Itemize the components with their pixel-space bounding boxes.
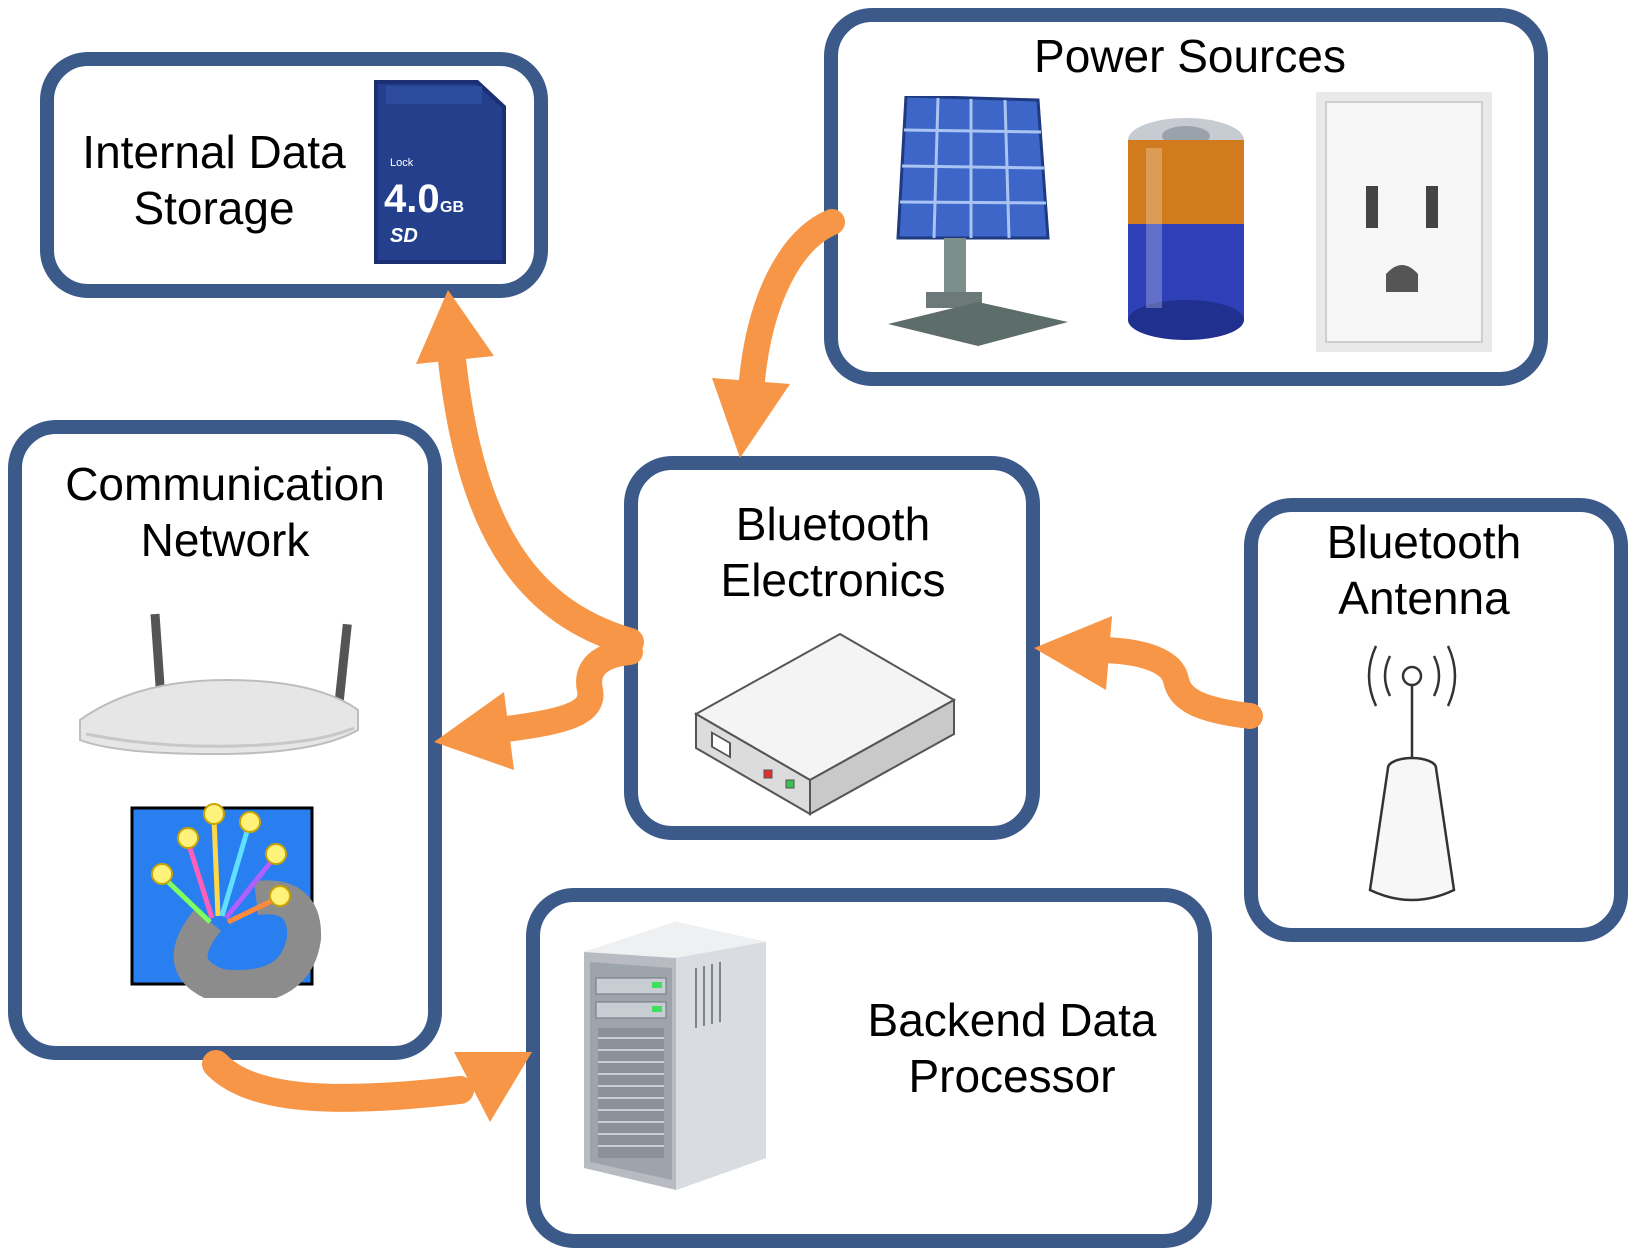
bluetooth-electronics-label-line2: Electronics [720, 554, 946, 606]
router-icon [79, 613, 359, 756]
antenna-icon [1367, 645, 1457, 902]
arrow-electronics-to-storage [438, 346, 644, 656]
backend-processor-label: Backend Data Processor [842, 992, 1182, 1104]
server-tower-icon [584, 922, 766, 1190]
communication-network-label: Communication Network [36, 456, 414, 568]
arrow-electronics-to-network [487, 639, 643, 743]
backend-processor-label-line2: Processor [908, 1050, 1116, 1102]
device-box-icon [693, 632, 957, 816]
sd-unit-text: GB [440, 199, 464, 216]
bluetooth-antenna-label-line1: Bluetooth [1326, 516, 1522, 568]
arrow-power-to-electronics-head [712, 378, 790, 458]
arrow-electronics-to-network-head [434, 692, 514, 770]
backend-processor-label-line1: Backend Data [867, 994, 1157, 1046]
bluetooth-antenna-label-line2: Antenna [1338, 572, 1510, 624]
battery-icon [1128, 118, 1244, 340]
sd-lock-text: Lock [390, 157, 414, 169]
arrow-antenna-to-electronics [1083, 637, 1263, 729]
fiber-optic-icon [130, 803, 322, 998]
communication-network-label-line1: Communication [65, 458, 385, 510]
power-outlet-icon [1316, 92, 1492, 352]
arrow-antenna-to-electronics-head [1034, 616, 1112, 690]
internal-storage-label: Internal Data Storage [66, 124, 362, 236]
sd-capacity-text: 4.0 [384, 177, 440, 221]
solar-panel-icon [888, 96, 1068, 346]
power-sources-label: Power Sources [980, 28, 1400, 84]
arrow-electronics-to-storage-head [416, 290, 494, 364]
arrow-network-to-backend [202, 1050, 474, 1112]
power-sources-label-text: Power Sources [1034, 30, 1346, 82]
arrow-network-to-backend-head [454, 1052, 532, 1122]
sd-card-icon: Lock 4.0 GB SD [374, 80, 506, 264]
bluetooth-electronics-label: Bluetooth Electronics [660, 496, 1006, 608]
bluetooth-antenna-label: Bluetooth Antenna [1266, 514, 1582, 626]
internal-storage-label-line1: Internal Data [82, 126, 346, 178]
arrow-power-to-electronics [739, 209, 845, 393]
bluetooth-electronics-label-line1: Bluetooth [735, 498, 931, 550]
internal-storage-label-line2: Storage [133, 182, 295, 234]
communication-network-label-line2: Network [140, 514, 310, 566]
sd-brand-text: SD [390, 225, 418, 247]
